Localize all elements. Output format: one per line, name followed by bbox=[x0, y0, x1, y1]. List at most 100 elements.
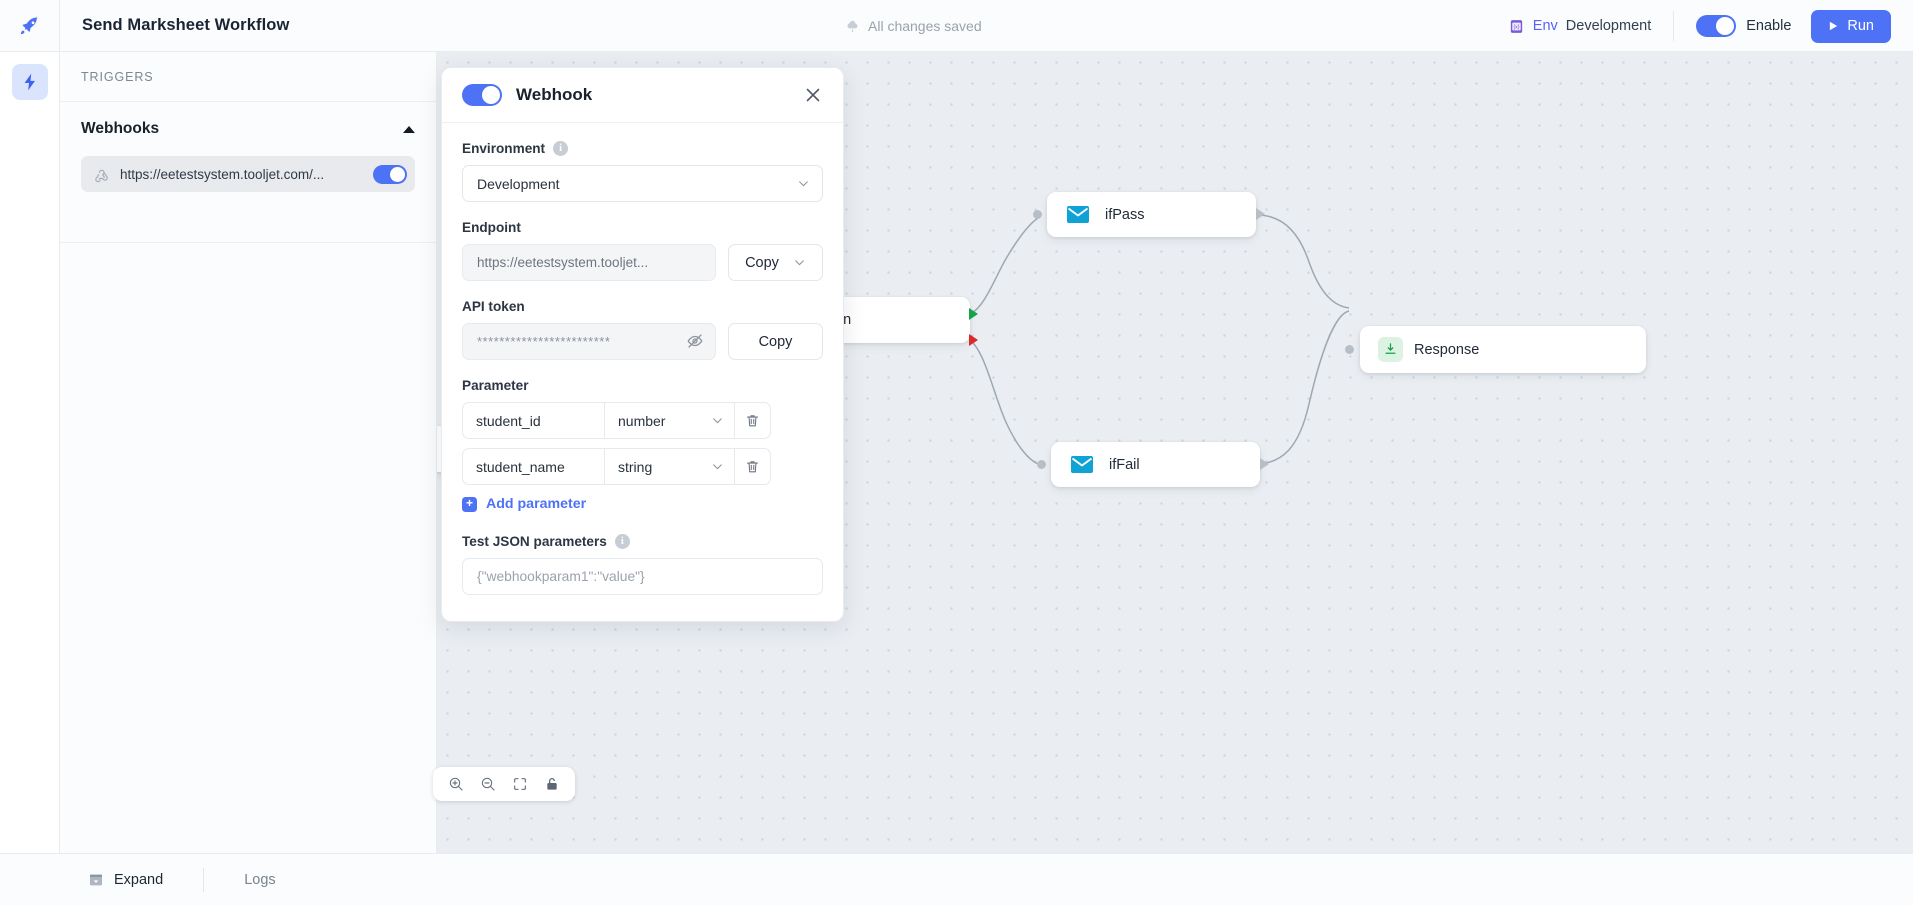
parameter-type-value: number bbox=[618, 412, 666, 429]
api-token-row: ************************ Copy bbox=[462, 323, 823, 360]
chevron-down-icon bbox=[713, 418, 722, 424]
endpoint-field-label: Endpoint bbox=[462, 220, 823, 235]
if-false-output-arrow bbox=[969, 334, 978, 346]
endpoint-value-text: https://eetestsystem.tooljet... bbox=[477, 255, 649, 270]
enable-control[interactable]: Enable bbox=[1674, 15, 1811, 37]
node-label: Response bbox=[1414, 341, 1480, 358]
sidebar-section-title: TRIGGERS bbox=[60, 52, 436, 102]
webhooks-group: Webhooks https://eetestsystem.tooljet.co… bbox=[60, 102, 436, 192]
sidebar-divider bbox=[60, 242, 436, 243]
parameter-row: student_id number bbox=[462, 402, 823, 439]
webhook-enable-toggle[interactable] bbox=[462, 84, 502, 106]
environment-selector[interactable]: {x} Env Development bbox=[1508, 18, 1673, 35]
parameter-name-input[interactable]: student_name bbox=[462, 448, 604, 485]
webhooks-group-header[interactable]: Webhooks bbox=[81, 120, 415, 138]
webhook-icon bbox=[95, 169, 108, 182]
zoom-in-icon bbox=[449, 777, 463, 791]
lock-icon bbox=[547, 778, 557, 790]
zoom-out-icon bbox=[481, 777, 495, 791]
node-output-arrow bbox=[1256, 208, 1265, 220]
env-variable-icon: {x} bbox=[1510, 19, 1522, 33]
parameter-delete-button[interactable] bbox=[734, 448, 771, 485]
triggers-sidebar: TRIGGERS Webhooks https://eetestsystem.t… bbox=[60, 52, 437, 853]
webhook-enabled-toggle[interactable] bbox=[373, 164, 407, 184]
caret-up-icon[interactable] bbox=[403, 125, 415, 133]
fit-view-button[interactable] bbox=[507, 771, 533, 797]
test-json-input[interactable]: {"webhookparam1":"value"} bbox=[462, 558, 823, 595]
triggers-rail-button[interactable] bbox=[11, 64, 48, 100]
run-button[interactable]: Run bbox=[1811, 9, 1891, 43]
webhooks-group-title: Webhooks bbox=[81, 120, 160, 137]
api-token-copy-label: Copy bbox=[758, 333, 793, 350]
webhook-list-item[interactable]: https://eetestsystem.tooljet.com/... bbox=[81, 156, 415, 192]
parameter-label-text: Parameter bbox=[462, 378, 529, 393]
panel-body: Environment i Development Endpoint https… bbox=[442, 123, 843, 621]
endpoint-value-input[interactable]: https://eetestsystem.tooljet... bbox=[462, 244, 716, 281]
api-token-input[interactable]: ************************ bbox=[462, 323, 716, 360]
plus-square-icon: + bbox=[462, 496, 477, 512]
workflow-title: Send Marksheet Workflow bbox=[82, 16, 290, 34]
parameter-type-select[interactable]: number bbox=[604, 402, 734, 439]
svg-text:{x}: {x} bbox=[1513, 24, 1519, 30]
rocket-icon bbox=[20, 15, 38, 34]
environment-select[interactable]: Development bbox=[462, 165, 823, 202]
chevron-down-icon bbox=[713, 464, 722, 470]
lock-button[interactable] bbox=[539, 771, 565, 797]
enable-toggle[interactable] bbox=[1696, 15, 1737, 37]
api-token-masked-value: ************************ bbox=[477, 334, 611, 349]
workflow-node-iffail[interactable]: ifFail bbox=[1051, 442, 1260, 487]
fit-screen-icon bbox=[514, 778, 526, 790]
lightning-bolt-icon bbox=[24, 73, 35, 91]
node-input-port[interactable] bbox=[1345, 345, 1354, 354]
api-token-input-wrap: ************************ bbox=[462, 323, 716, 360]
trash-icon bbox=[746, 415, 759, 427]
environment-field-label: Environment i bbox=[462, 141, 823, 156]
eye-off-icon bbox=[687, 334, 703, 348]
canvas-toolbar bbox=[433, 767, 575, 801]
cloud-saved-icon bbox=[847, 20, 858, 32]
test-json-label-text: Test JSON parameters bbox=[462, 534, 607, 549]
workflow-node-ifpass[interactable]: ifPass bbox=[1047, 192, 1256, 237]
expand-label: Expand bbox=[114, 871, 164, 888]
parameter-name-input[interactable]: student_id bbox=[462, 402, 604, 439]
info-icon[interactable]: i bbox=[614, 534, 630, 549]
play-icon bbox=[1830, 21, 1838, 31]
close-panel-button[interactable] bbox=[801, 83, 825, 107]
toggle-token-visibility-button[interactable] bbox=[686, 332, 704, 355]
add-parameter-button[interactable]: + Add parameter bbox=[462, 496, 823, 512]
env-value: Development bbox=[1565, 18, 1652, 34]
left-rail bbox=[0, 52, 60, 853]
save-status: All changes saved bbox=[845, 0, 982, 52]
enable-label: Enable bbox=[1746, 18, 1792, 34]
header-right-controls: {x} Env Development Enable Run bbox=[1508, 0, 1913, 52]
logs-button[interactable]: Logs bbox=[244, 872, 275, 888]
parameter-type-select[interactable]: string bbox=[604, 448, 734, 485]
api-token-field-label: API token bbox=[462, 299, 823, 314]
env-label: Env bbox=[1532, 18, 1558, 34]
expand-button[interactable]: Expand bbox=[88, 872, 163, 888]
environment-label-text: Environment bbox=[462, 141, 546, 156]
mail-icon bbox=[1065, 202, 1091, 228]
save-status-text: All changes saved bbox=[868, 18, 982, 34]
close-icon bbox=[806, 88, 820, 102]
parameter-row: student_name string bbox=[462, 448, 823, 485]
parameter-type-value: string bbox=[618, 458, 653, 475]
parameter-delete-button[interactable] bbox=[734, 402, 771, 439]
node-input-port[interactable] bbox=[1037, 460, 1046, 469]
mail-icon bbox=[1069, 452, 1095, 478]
webhook-url-text: https://eetestsystem.tooljet.com/... bbox=[120, 166, 325, 182]
info-icon[interactable]: i bbox=[553, 141, 569, 156]
node-input-port[interactable] bbox=[1033, 210, 1042, 219]
environment-select-value: Development bbox=[477, 175, 560, 192]
endpoint-copy-button[interactable]: Copy bbox=[728, 244, 823, 281]
endpoint-row: https://eetestsystem.tooljet... Copy bbox=[462, 244, 823, 281]
chevron-down-icon bbox=[799, 181, 808, 187]
panel-title: Webhook bbox=[516, 85, 593, 104]
zoom-in-button[interactable] bbox=[443, 771, 469, 797]
workflow-node-response[interactable]: Response bbox=[1360, 326, 1646, 373]
api-token-copy-button[interactable]: Copy bbox=[728, 323, 823, 360]
zoom-out-button[interactable] bbox=[475, 771, 501, 797]
endpoint-copy-label: Copy bbox=[745, 254, 779, 271]
app-logo[interactable] bbox=[0, 0, 60, 52]
